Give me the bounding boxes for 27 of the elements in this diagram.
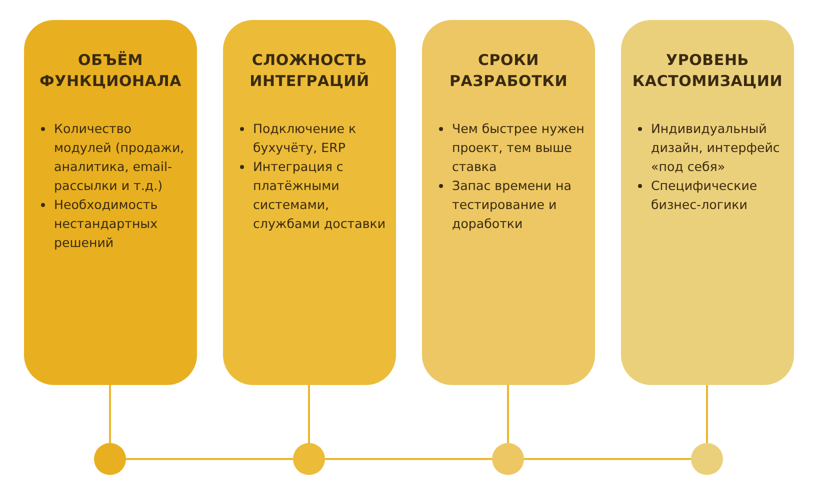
category-card	[223, 20, 396, 385]
card-heading: УРОВЕНЬ КАСТОМИЗАЦИИ	[631, 50, 784, 92]
card-heading: ОБЪЁМ ФУНКЦИОНАЛА	[38, 50, 182, 92]
bullet-item: Подключение к бухучёту, ERP	[239, 119, 386, 157]
connector-line	[109, 385, 111, 443]
category-card	[422, 20, 595, 385]
card-heading: СЛОЖНОСТЬ ИНТЕГРАЦИЙ	[248, 50, 370, 92]
bullet-item: Необходимость нестандартных решений	[40, 195, 187, 252]
card-heading: СРОКИ РАЗРАБОТКИ	[448, 50, 569, 92]
bullet-item: Количество модулей (продажи, аналитика, email-рассылки и т.д.)	[40, 119, 187, 195]
bullet-item: Специфические бизнес-логики	[637, 176, 784, 214]
bullet-item: Чем быстрее нужен проект, тем выше ставка	[438, 119, 585, 176]
circle-marker	[691, 443, 723, 475]
bullet-item: Запас времени на тестирование и доработки	[438, 176, 585, 233]
connector-line	[308, 385, 310, 443]
connector-line	[706, 385, 708, 443]
connector-line	[325, 458, 492, 460]
connector-line	[524, 458, 691, 460]
circle-marker	[492, 443, 524, 475]
circle-marker	[94, 443, 126, 475]
circle-marker	[293, 443, 325, 475]
category-card	[24, 20, 197, 385]
connector-line	[507, 385, 509, 443]
category-card	[621, 20, 794, 385]
connector-line	[126, 458, 293, 460]
bullet-item: Интеграция с платёжными системами, службами доставки	[239, 157, 386, 233]
bullet-item: Индивидуальный дизайн, интерфейс «под себя»	[637, 119, 784, 176]
